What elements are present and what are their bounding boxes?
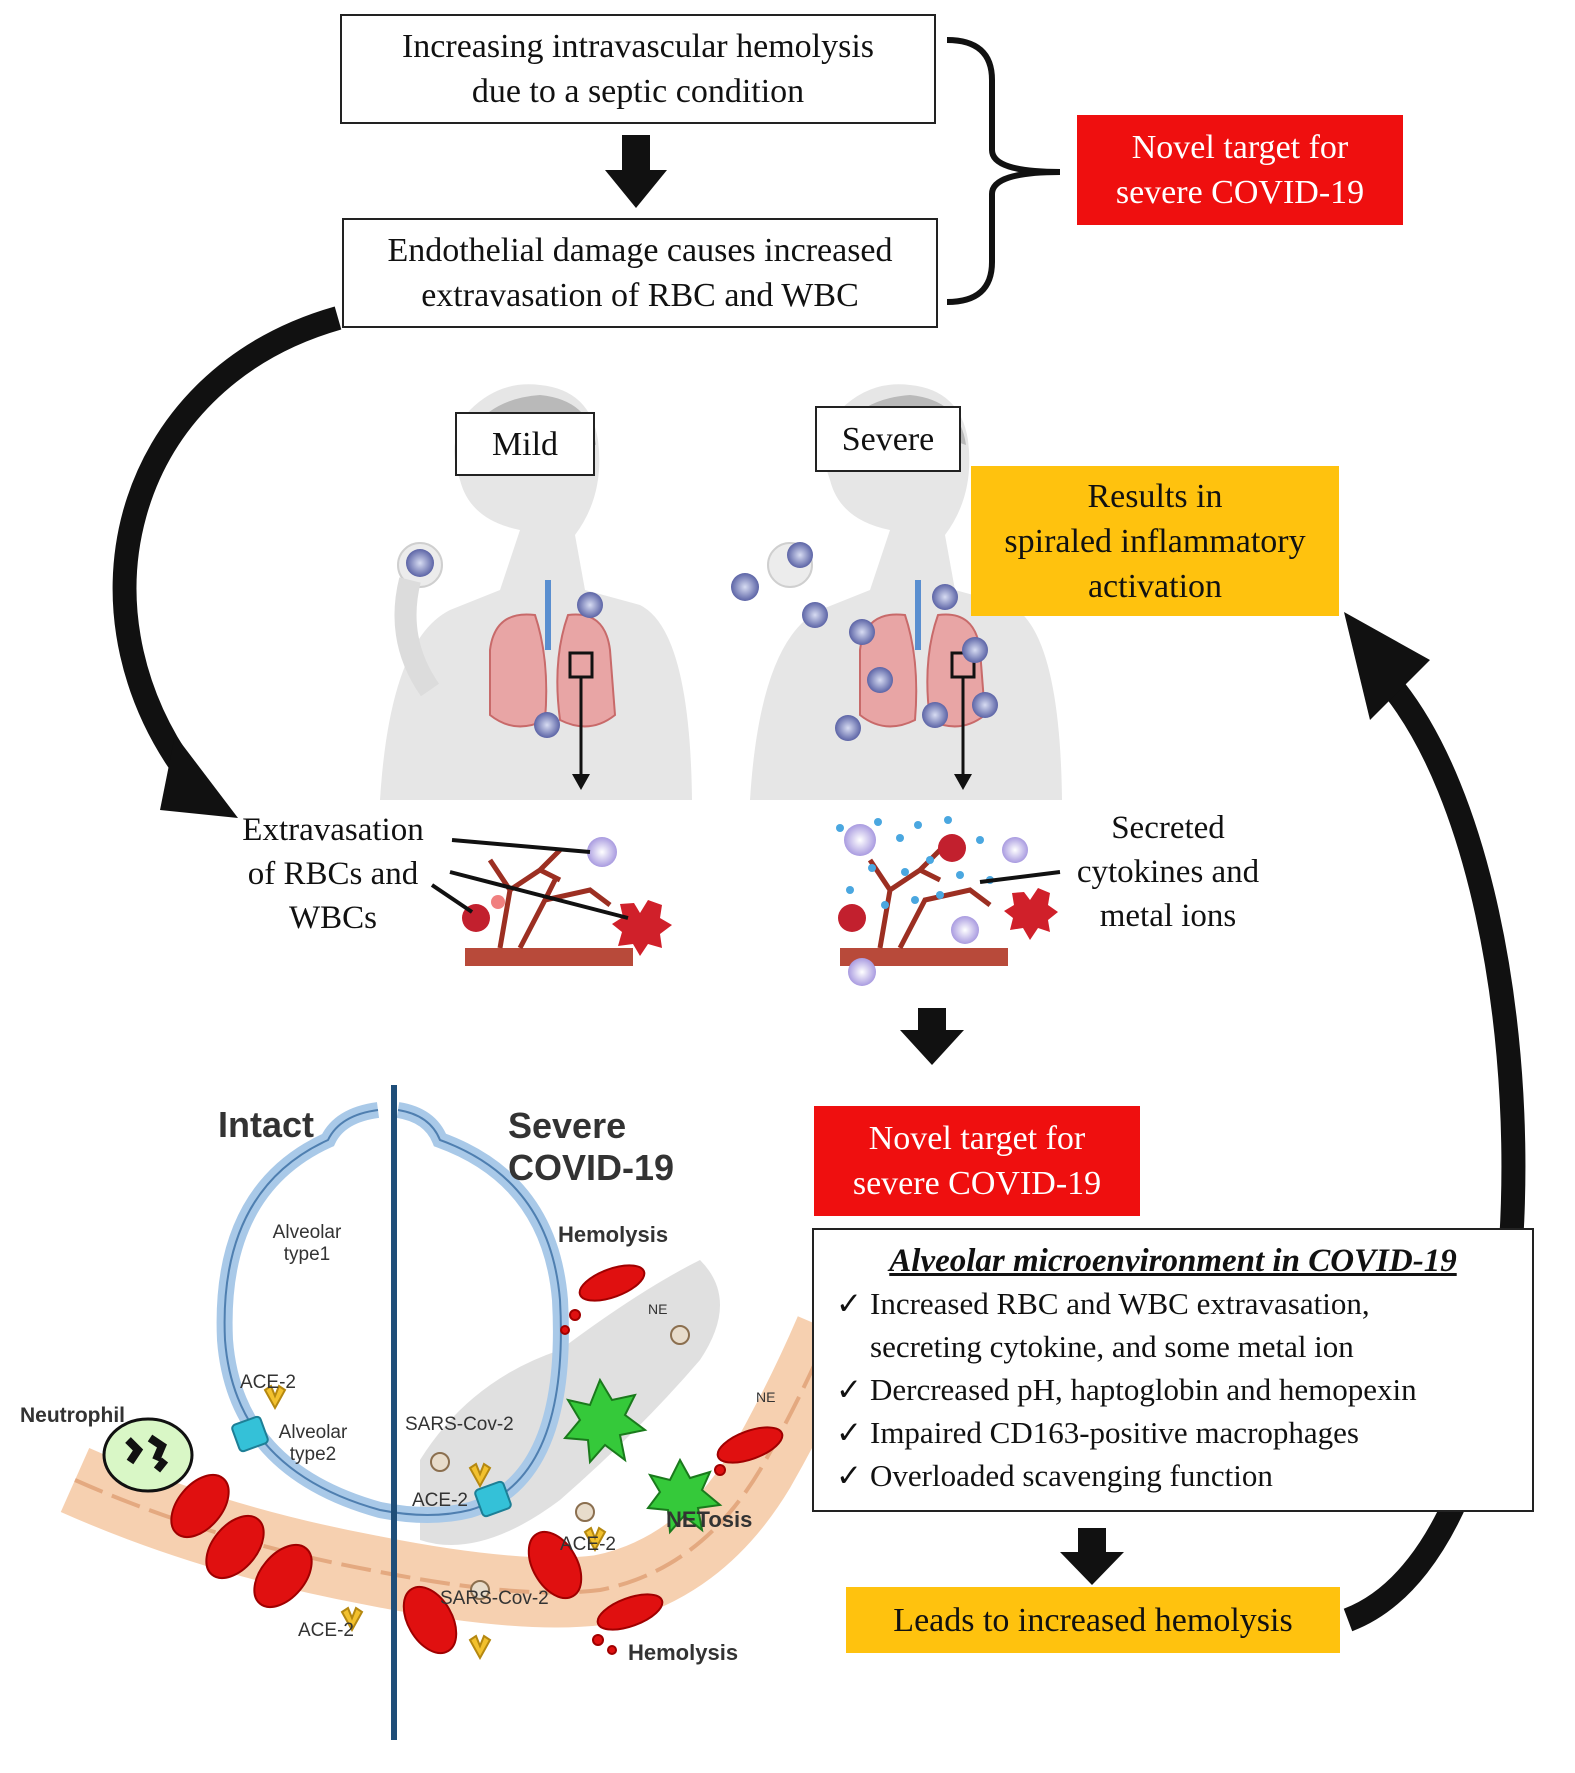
novel-target-top-line1: Novel target for: [1131, 129, 1349, 166]
panel-item-3: ✓Impaired CD163-positive macrophages: [814, 1411, 1532, 1454]
down-arrow-bottom: [1060, 1528, 1124, 1585]
extravasation-line2: of RBCs and: [247, 856, 419, 892]
extravasation-line3: WBCs: [288, 900, 377, 936]
vessel-mild-illustration: [430, 837, 672, 966]
hemolysis-septic-box: Increasing intravascular hemolysis due t…: [340, 14, 936, 124]
panel-item-1b-text: secreting cytokine, and some metal ion: [870, 1329, 1354, 1364]
ace2-label-c: ACE-2: [412, 1490, 468, 1511]
ne-label-b: NE: [756, 1389, 776, 1405]
results-line2: spiraled inflammatory: [1004, 522, 1306, 560]
alveolus-illustration: [60, 1085, 863, 1740]
severe-covid-label: Severe COVID-19: [508, 1105, 674, 1189]
alveolar-type1-line2: type1: [283, 1244, 331, 1265]
secreted-line3: metal ions: [1099, 898, 1237, 934]
top-bracket: [946, 37, 1061, 305]
panel-item-4: ✓Overloaded scavenging function: [814, 1454, 1532, 1497]
severe-covid-line1: Severe: [508, 1105, 627, 1146]
vessel-severe-illustration: [836, 816, 1061, 986]
severe-label: Severe: [841, 420, 935, 458]
mild-label: Mild: [491, 425, 559, 463]
extravasation-line1: Extravasation: [242, 812, 424, 848]
leads-hemolysis-box: Leads to increased hemolysis: [846, 1587, 1340, 1653]
severe-covid-line2: COVID-19: [508, 1147, 675, 1188]
leads-hemolysis-text: Leads to increased hemolysis: [893, 1601, 1293, 1639]
alveolar-type2-line2: type2: [289, 1444, 337, 1465]
novel-target-bottom-line1: Novel target for: [868, 1120, 1086, 1157]
severe-label-box: Severe: [815, 406, 961, 472]
curved-arrow-left: [112, 306, 342, 818]
panel-item-2-text: Dercreased pH, haptoglobin and hemopexin: [870, 1372, 1417, 1407]
hemolysis-septic-line2: due to a septic condition: [471, 73, 805, 110]
panel-item-1: ✓Increased RBC and WBC extravasation,: [814, 1282, 1532, 1325]
alveolar-type2-line1: Alveolar: [278, 1422, 348, 1443]
results-box: Results in spiraled inflammatory activat…: [971, 466, 1339, 616]
ne-label-a: NE: [648, 1301, 668, 1317]
sars-label-a: SARS-Cov-2: [405, 1414, 514, 1435]
endothelial-damage-line2: extravasation of RBC and WBC: [421, 277, 859, 314]
alveolar-type2-label: Alveolar type2: [268, 1422, 358, 1466]
check-icon: ✓: [836, 1372, 862, 1407]
secreted-line1: Secreted: [1111, 810, 1225, 846]
sars-label-b: SARS-Cov-2: [440, 1588, 549, 1609]
panel-item-4-text: Overloaded scavenging function: [870, 1458, 1273, 1493]
intact-label: Intact: [218, 1104, 315, 1145]
alveolar-type1-label: Alveolar type1: [262, 1222, 352, 1266]
neutrophil-label: Neutrophil: [20, 1404, 125, 1427]
ace2-label-b: ACE-2: [298, 1620, 354, 1641]
novel-target-box-bottom: Novel target for severe COVID-19: [814, 1106, 1140, 1216]
novel-target-box-top: Novel target for severe COVID-19: [1077, 115, 1403, 225]
results-line1: Results in: [1087, 477, 1223, 515]
panel-item-2: ✓Dercreased pH, haptoglobin and hemopexi…: [814, 1368, 1532, 1411]
hemolysis-septic-line1: Increasing intravascular hemolysis: [401, 28, 875, 65]
novel-target-bottom-line2: severe COVID-19: [852, 1165, 1102, 1202]
check-icon: ✓: [836, 1415, 862, 1450]
secreted-label: Secreted cytokines and metal ions: [1058, 806, 1278, 938]
endothelial-damage-line1: Endothelial damage causes increased: [387, 232, 893, 269]
alveolar-microenvironment-panel: Alveolar microenvironment in COVID-19 ✓I…: [812, 1228, 1534, 1512]
endothelial-damage-box: Endothelial damage causes increased extr…: [342, 218, 938, 328]
secreted-line2: cytokines and: [1076, 854, 1260, 890]
check-icon: ✓: [836, 1458, 862, 1493]
novel-target-top-line2: severe COVID-19: [1115, 174, 1365, 211]
hemolysis-label-top: Hemolysis: [558, 1222, 669, 1247]
ace2-label-a: ACE-2: [240, 1372, 296, 1393]
ace2-label-d: ACE-2: [560, 1534, 616, 1555]
check-icon: ✓: [836, 1286, 862, 1321]
down-arrow-top: [605, 135, 667, 208]
panel-item-1-text: Increased RBC and WBC extravasation,: [870, 1286, 1370, 1321]
panel-item-1-continued: secreting cytokine, and some metal ion: [814, 1325, 1532, 1368]
curved-arrow-right: [1343, 612, 1526, 1632]
down-arrow-middle: [900, 1008, 964, 1065]
panel-title: Alveolar microenvironment in COVID-19: [889, 1243, 1457, 1279]
netosis-label: NETosis: [666, 1507, 753, 1532]
panel-item-3-text: Impaired CD163-positive macrophages: [870, 1415, 1359, 1450]
mild-label-box: Mild: [455, 412, 595, 476]
alveolar-type1-line1: Alveolar: [272, 1222, 342, 1243]
extravasation-label: Extravasation of RBCs and WBCs: [228, 808, 438, 940]
hemolysis-label-bottom: Hemolysis: [628, 1640, 739, 1665]
results-line3: activation: [1087, 567, 1223, 605]
